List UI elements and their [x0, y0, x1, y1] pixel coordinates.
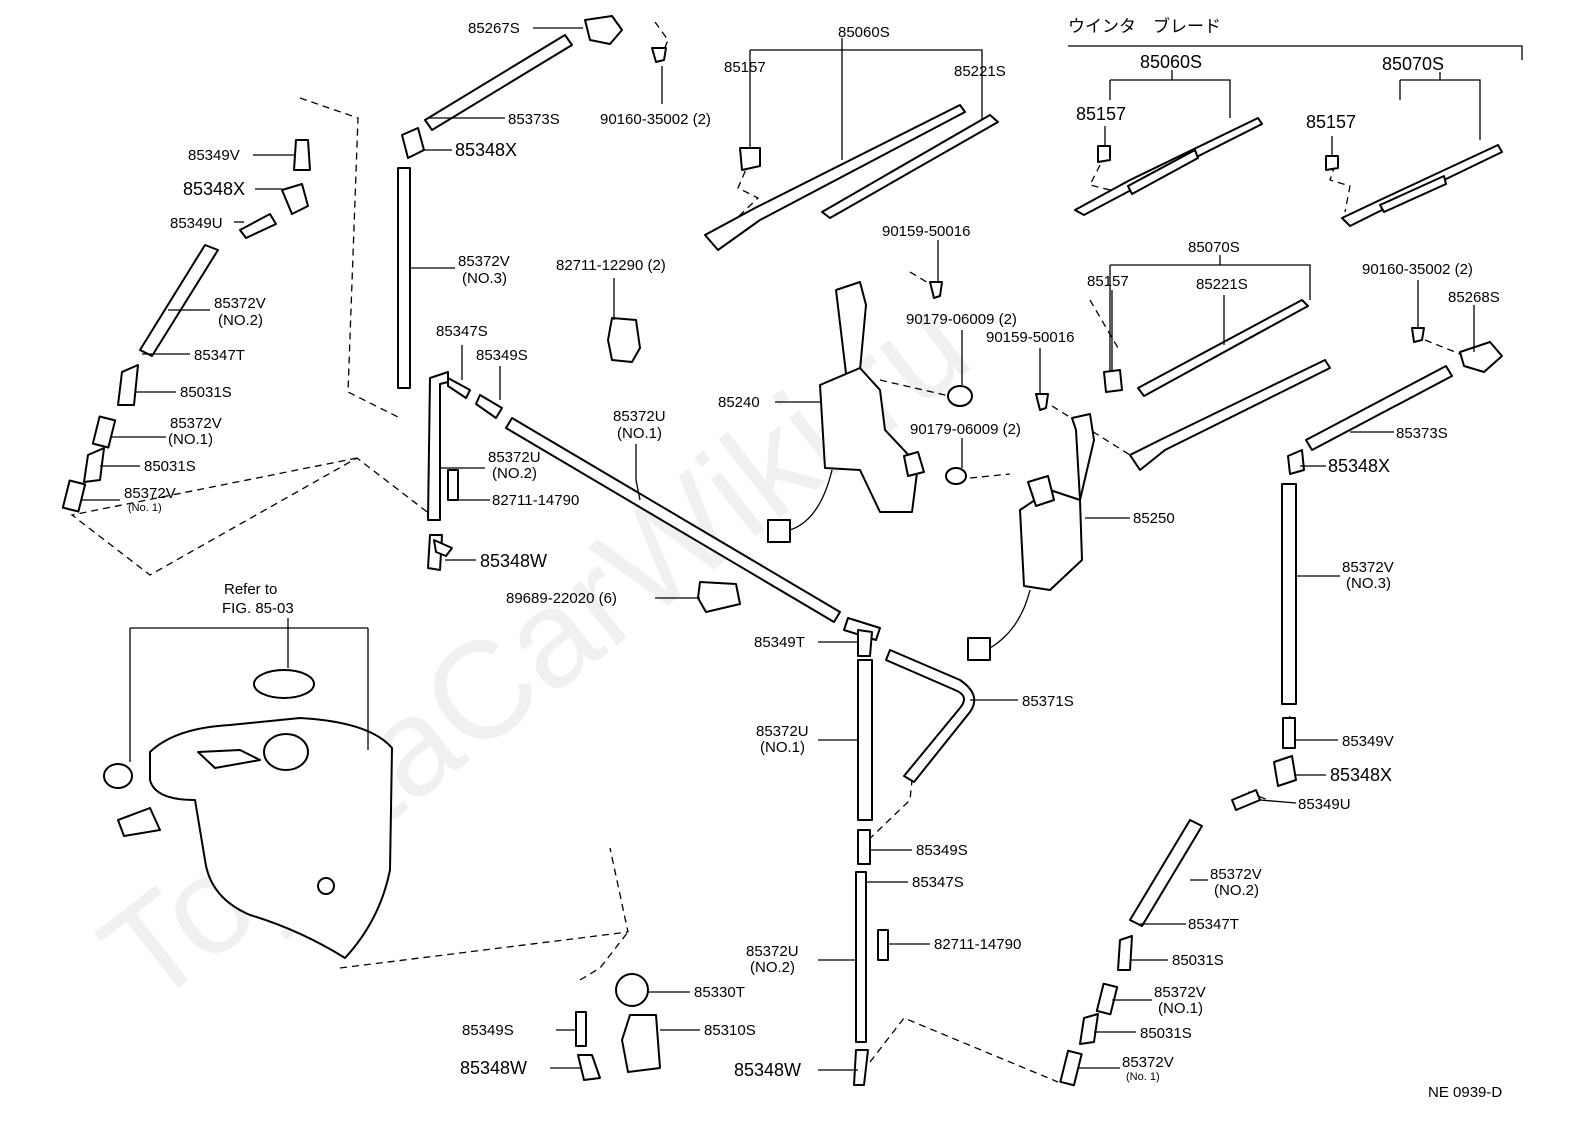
- part-label: (NO.2): [1214, 882, 1259, 899]
- part-label: 85031S: [1172, 952, 1224, 969]
- part-label: 85347T: [1188, 916, 1239, 933]
- part-label: 85349S: [476, 347, 528, 364]
- part-label: 85221S: [954, 63, 1006, 80]
- nozzle-85267S-shape: [584, 15, 623, 45]
- part-label: 85372V: [124, 485, 176, 502]
- part-label: 85240: [718, 394, 760, 411]
- header-japanese-label: ウインタ ブレード: [1068, 16, 1221, 37]
- part-label: 85157: [1306, 112, 1356, 132]
- part-label: 85348X: [183, 179, 245, 199]
- part-label: 90179-06009 (2): [910, 421, 1021, 438]
- part-label: 85372V: [1154, 984, 1206, 1001]
- part-label: 85349U: [1298, 796, 1351, 813]
- part-label: 85310S: [704, 1022, 756, 1039]
- part-label: (NO.1): [1158, 1000, 1203, 1017]
- part-label: 85157: [1076, 104, 1126, 124]
- part-label: 85372U: [756, 723, 809, 740]
- refer-note-line1: Refer to: [224, 581, 277, 598]
- part-label: 85060S: [838, 24, 890, 41]
- part-label: 85348X: [1328, 456, 1390, 476]
- refer-note-line2: FIG. 85-03: [222, 600, 294, 617]
- part-label: 85250: [1133, 510, 1175, 527]
- leader-lines: [82, 27, 1523, 1071]
- part-label: (No. 1): [128, 502, 162, 514]
- part-label: 85070S: [1188, 239, 1240, 256]
- part-label: (NO.2): [750, 959, 795, 976]
- part-label: 85031S: [1140, 1025, 1192, 1042]
- part-label: 82711-12290 (2): [556, 257, 666, 274]
- part-label: 85372U: [488, 449, 541, 466]
- part-label: (NO.1): [617, 425, 662, 442]
- part-label: (NO.2): [218, 312, 263, 329]
- part-label: (NO.3): [1346, 575, 1391, 592]
- part-label: 85348X: [1330, 765, 1392, 785]
- part-label: (No. 1): [1126, 1071, 1160, 1083]
- figure-code: NE 0939-D: [1428, 1084, 1502, 1101]
- part-label: (NO.1): [760, 739, 805, 756]
- part-label: 85372V: [1342, 559, 1394, 576]
- part-label: 85372V: [170, 415, 222, 432]
- part-label: 85372V: [1122, 1054, 1174, 1071]
- part-label: 85349S: [462, 1022, 514, 1039]
- part-label: 82711-14790: [492, 492, 579, 509]
- part-label: 85373S: [1396, 425, 1448, 442]
- part-label: 85347S: [912, 874, 964, 891]
- part-label: 85348W: [460, 1058, 527, 1078]
- part-label: 85031S: [180, 384, 232, 401]
- part-label: 85070S: [1382, 54, 1444, 74]
- part-label: 85221S: [1196, 276, 1248, 293]
- part-label: 90160-35002 (2): [600, 111, 711, 128]
- part-label: 85372V: [214, 295, 266, 312]
- part-label: 85349T: [754, 634, 805, 651]
- part-label: 85330T: [694, 984, 745, 1001]
- part-label: 82711-14790: [934, 936, 1021, 953]
- part-label: 85372U: [746, 943, 799, 960]
- part-label: 85349S: [916, 842, 968, 859]
- part-label: 85157: [1087, 273, 1129, 290]
- part-label: 85347S: [436, 323, 488, 340]
- part-label: 85372V: [1210, 866, 1262, 883]
- part-label: 85157: [724, 59, 766, 76]
- part-label: 85373S: [508, 111, 560, 128]
- washer-tank-shape: [149, 717, 393, 959]
- part-label: 85268S: [1448, 289, 1500, 306]
- part-label: 90159-50016: [882, 223, 970, 240]
- part-label: 85349U: [170, 215, 223, 232]
- part-label: (NO.2): [492, 465, 537, 482]
- part-label: 85348X: [455, 140, 517, 160]
- part-label: 85349V: [1342, 733, 1394, 750]
- part-label: 85372V: [458, 253, 510, 270]
- part-label: 85372U: [613, 408, 666, 425]
- part-label: 85349V: [188, 147, 240, 164]
- part-label: 85031S: [144, 458, 196, 475]
- part-number-labels: 85267S 85373S 90160-35002 (2) 85348X 853…: [124, 16, 1502, 1101]
- part-label: (NO.3): [462, 270, 507, 287]
- part-label: 85371S: [1022, 693, 1074, 710]
- part-label: 89689-22020 (6): [506, 590, 617, 607]
- part-label: 85347T: [194, 347, 245, 364]
- part-label: 90179-06009 (2): [906, 311, 1017, 328]
- part-label: 90160-35002 (2): [1362, 261, 1473, 278]
- part-label: 85267S: [468, 20, 520, 37]
- part-label: (NO.1): [168, 431, 213, 448]
- part-label: 85348W: [480, 551, 547, 571]
- part-label: 85348W: [734, 1060, 801, 1080]
- parts-graphics: [61, 15, 1503, 1087]
- part-label: 85060S: [1140, 52, 1202, 72]
- part-label: 90159-50016: [986, 329, 1074, 346]
